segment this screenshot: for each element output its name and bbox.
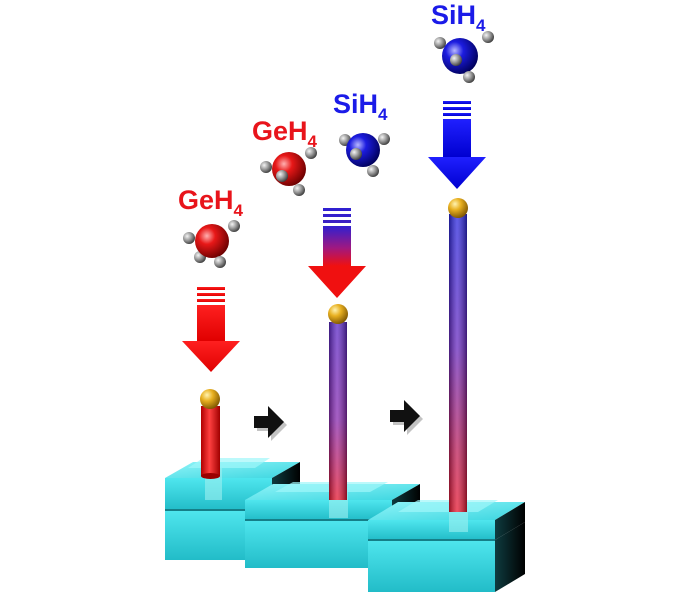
next-step-arrow-icon <box>254 406 287 441</box>
sih4-molecule-icon <box>434 31 494 83</box>
next-step-arrow-icon <box>390 400 423 435</box>
flux-arrow-mixed <box>308 208 366 298</box>
flux-arrow-sih4 <box>428 101 486 189</box>
sih4-molecule-icon <box>339 133 390 177</box>
nanowire-3 <box>448 198 468 512</box>
nanowire-2 <box>328 304 348 500</box>
label-sih4-stage2: SiH4 <box>333 89 388 124</box>
substrate-3 <box>368 500 525 592</box>
nanowire-1 <box>200 389 220 479</box>
flux-arrow-geh4 <box>182 287 240 372</box>
geh4-molecule-icon <box>183 220 240 268</box>
gold-catalyst-icon <box>328 304 348 324</box>
gold-catalyst-icon <box>448 198 468 218</box>
gold-catalyst-icon <box>200 389 220 409</box>
geh4-molecule-icon <box>260 147 317 196</box>
label-sih4-stage3: SiH4 <box>431 0 486 35</box>
label-geh4-stage2: GeH4 <box>252 116 318 151</box>
label-geh4-stage1: GeH4 <box>178 185 244 220</box>
